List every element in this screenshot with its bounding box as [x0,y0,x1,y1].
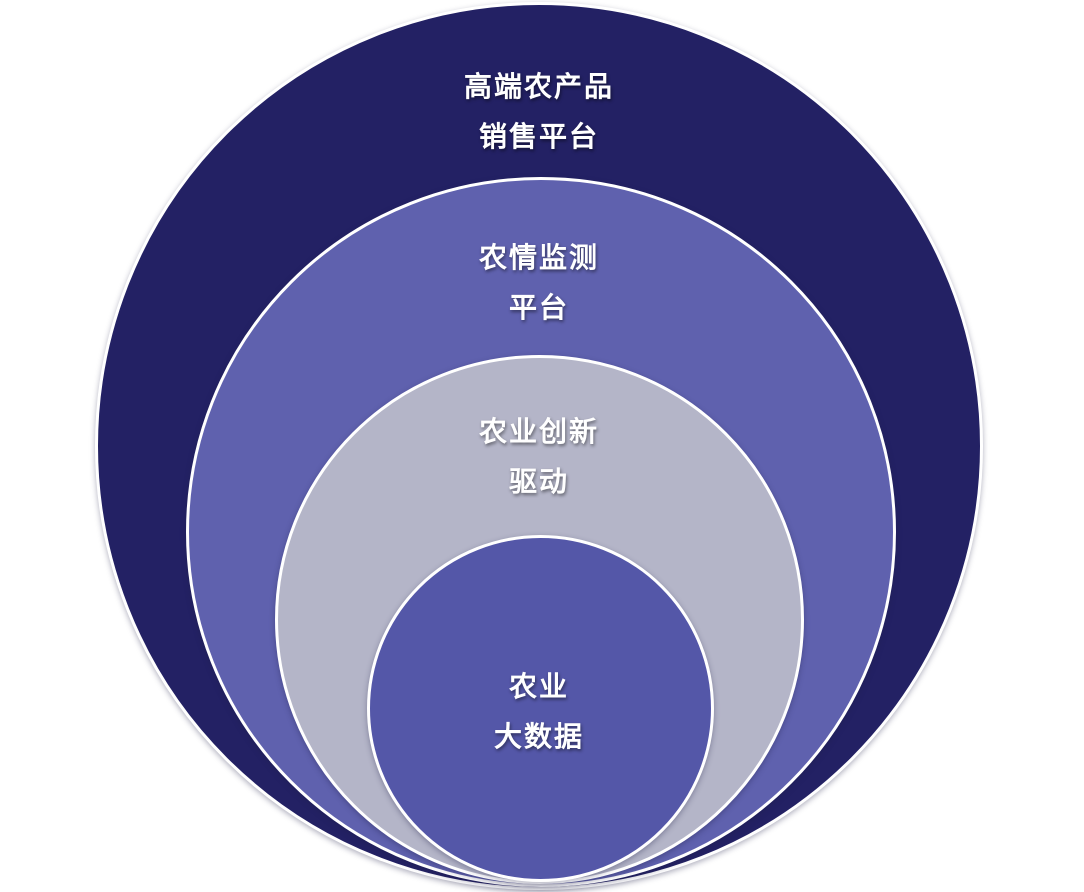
label-monitoring-platform-line2: 平台 [508,292,569,323]
label-big-data-line2: 大数据 [493,721,584,752]
label-innovation-driven-line1: 农业创新 [478,416,599,447]
label-big-data-line1: 农业 [508,671,569,702]
label-sales-platform-line2: 销售平台 [478,121,599,152]
label-monitoring-platform: 农情监测 平台 [0,233,1078,333]
label-sales-platform: 高端农产品 销售平台 [0,62,1078,162]
label-big-data: 农业 大数据 [0,662,1078,762]
label-monitoring-platform-line1: 农情监测 [478,242,599,273]
label-innovation-driven-line2: 驱动 [508,466,569,497]
label-sales-platform-line1: 高端农产品 [463,71,614,102]
label-innovation-driven: 农业创新 驱动 [0,407,1078,507]
circle-big-data [367,535,714,882]
